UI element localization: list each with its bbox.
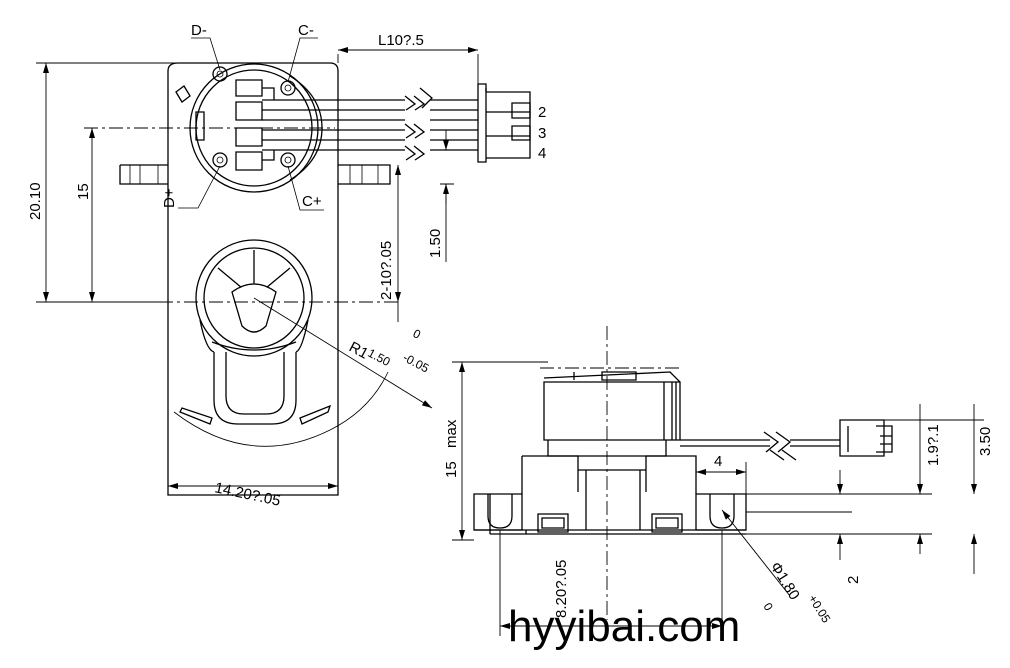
dim-width: 14.20?.05 xyxy=(213,479,282,510)
dim-height-max-value: 15 xyxy=(443,461,460,478)
cable-bundle xyxy=(262,87,478,161)
contact-d-minus xyxy=(212,66,228,82)
top-view: 2 3 4 D- C- D+ C+ xyxy=(27,22,546,510)
dim-bottom-gap: 2 xyxy=(845,576,862,584)
connector: 2 3 4 xyxy=(477,83,546,163)
contact-c-plus xyxy=(280,152,296,168)
dim-center-height: 15 xyxy=(75,183,92,200)
base-plate xyxy=(473,493,747,531)
side-view: 15 max 4 1.9?.1 3.50 2 Φ1.80 0 +0.05 8.2… xyxy=(443,326,994,636)
dim-hole-pitch: 8.20?.05 xyxy=(553,560,570,618)
dim-hole-diameter-lower: 0 xyxy=(760,600,776,613)
watermark: hyyibai.com xyxy=(508,602,740,651)
body-outline xyxy=(167,62,339,496)
connector-pin-label: 3 xyxy=(538,125,546,142)
dim-hole-diameter: Φ1.80 xyxy=(767,559,803,603)
mounting-flange xyxy=(119,164,391,185)
dim-hole-diameter-upper: +0.05 xyxy=(805,592,833,625)
knob xyxy=(179,239,332,425)
contact-c-minus xyxy=(280,80,296,96)
pin-label-d-plus: D+ xyxy=(161,188,178,208)
dim-radius: R11.50 xyxy=(346,337,393,374)
dim-pin-offset: 1.50 xyxy=(427,229,444,258)
contact-d-plus xyxy=(212,152,228,168)
dim-height-max-word: max xyxy=(443,419,460,448)
dim-radius-tol-upper: 0 xyxy=(411,326,424,342)
dim-overall-height: 20.10 xyxy=(27,182,44,220)
dim-base-offset: 1.9?.1 xyxy=(925,424,942,466)
dim-hole-spacing: 2-10?.05 xyxy=(378,241,395,300)
connector-pin-label: 4 xyxy=(538,145,546,162)
pin-label-c-plus: C+ xyxy=(302,193,322,210)
dim-cable-length: L10?.5 xyxy=(378,32,424,49)
dim-base-height: 3.50 xyxy=(977,427,994,456)
dim-slot-width: 4 xyxy=(714,453,722,470)
dim-radius-tol-lower: -0.05 xyxy=(401,350,432,375)
connector-pin-label: 2 xyxy=(538,104,546,121)
pin-label-c-minus: C- xyxy=(298,22,314,39)
pin-label-d-minus: D- xyxy=(191,22,207,39)
